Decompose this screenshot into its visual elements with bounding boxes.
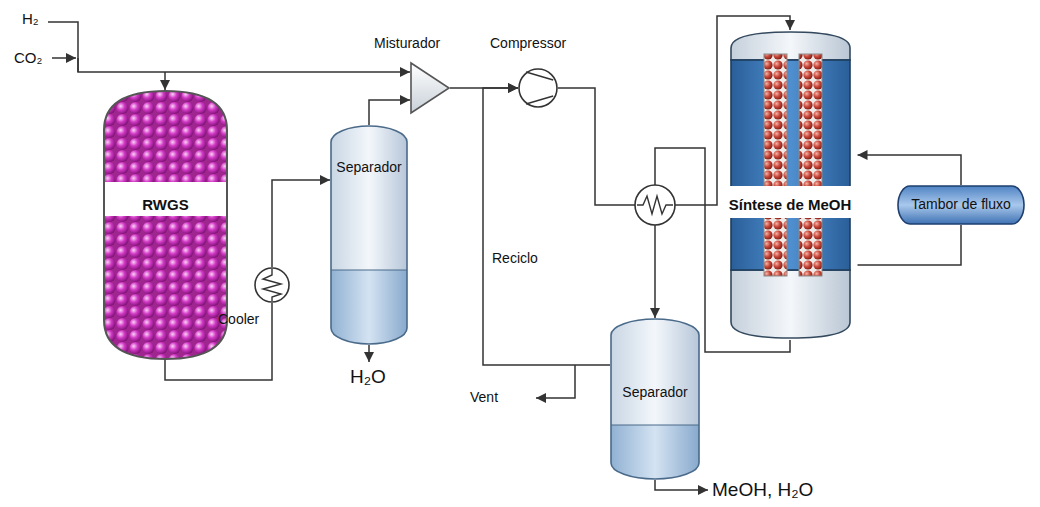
process-stream bbox=[858, 155, 962, 185]
outlet-label: MeOH, H₂O bbox=[712, 479, 813, 501]
separator-vessel: Separador bbox=[330, 125, 408, 345]
outlet-label: H₂O bbox=[350, 366, 386, 388]
h2-feed-line bbox=[48, 22, 78, 72]
synthesis-reactor-outline bbox=[723, 30, 858, 340]
cooler-symbol: Cooler bbox=[254, 267, 290, 303]
process-stream bbox=[369, 100, 410, 125]
separator-vessel-outline bbox=[330, 125, 408, 345]
compressor-symbol-outline bbox=[518, 68, 558, 108]
node-label: Compressor bbox=[490, 35, 566, 52]
rwgs-reactor-outline bbox=[103, 90, 228, 360]
node-label: Síntese de MeOH bbox=[729, 196, 852, 214]
process-stream bbox=[858, 225, 962, 265]
rwgs-reactor: RWGS bbox=[103, 90, 228, 360]
rwgs-feed-line bbox=[164, 72, 166, 90]
node-label: Tambor de fluxo bbox=[911, 196, 1011, 213]
node-label: Misturador bbox=[374, 35, 440, 52]
vent-line bbox=[536, 365, 575, 398]
node-label: Cooler bbox=[218, 311, 259, 328]
node-label: Separador bbox=[622, 384, 687, 401]
water-outlet-line bbox=[368, 345, 370, 362]
process-stream bbox=[272, 180, 330, 267]
feed-label: H₂ bbox=[22, 10, 39, 28]
outlet-label: Vent bbox=[470, 389, 498, 406]
feed-label: CO₂ bbox=[14, 49, 42, 67]
node-label: Separador bbox=[336, 159, 401, 176]
separator-vessel: Separador bbox=[610, 318, 700, 480]
co2-feed-line bbox=[52, 57, 76, 59]
mixer-symbol-outline bbox=[410, 62, 450, 114]
cooler-symbol-outline bbox=[254, 267, 290, 303]
node-label: RWGS bbox=[142, 196, 188, 214]
feed-main-line bbox=[78, 58, 410, 72]
stream-label: Reciclo bbox=[490, 250, 540, 267]
product-outlet-line bbox=[655, 480, 708, 490]
compressor-symbol: Compressor bbox=[518, 68, 558, 108]
process-stream bbox=[483, 88, 610, 365]
mixer-symbol: Misturador bbox=[410, 62, 450, 114]
flash-drum: Tambor de fluxo bbox=[897, 185, 1025, 225]
synthesis-reactor: Síntese de MeOH bbox=[723, 30, 858, 340]
